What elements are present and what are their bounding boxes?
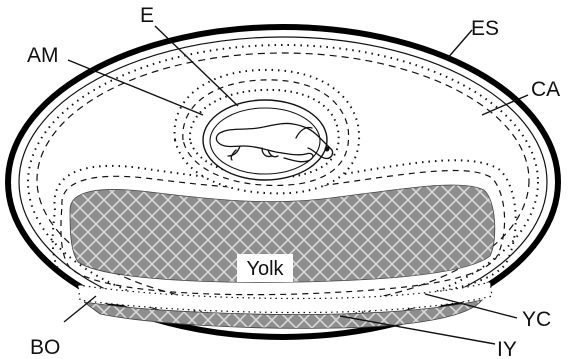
amnion-inner (210, 108, 320, 174)
leader-es (446, 30, 472, 60)
label-es: ES (471, 17, 499, 40)
label-ca: CA (531, 78, 560, 101)
label-yc: YC (522, 308, 551, 331)
label-am: AM (27, 44, 59, 67)
yolk-label: Yolk (246, 258, 284, 280)
label-bo: BO (30, 336, 60, 359)
label-iy: IY (497, 338, 517, 359)
label-e: E (140, 4, 154, 27)
